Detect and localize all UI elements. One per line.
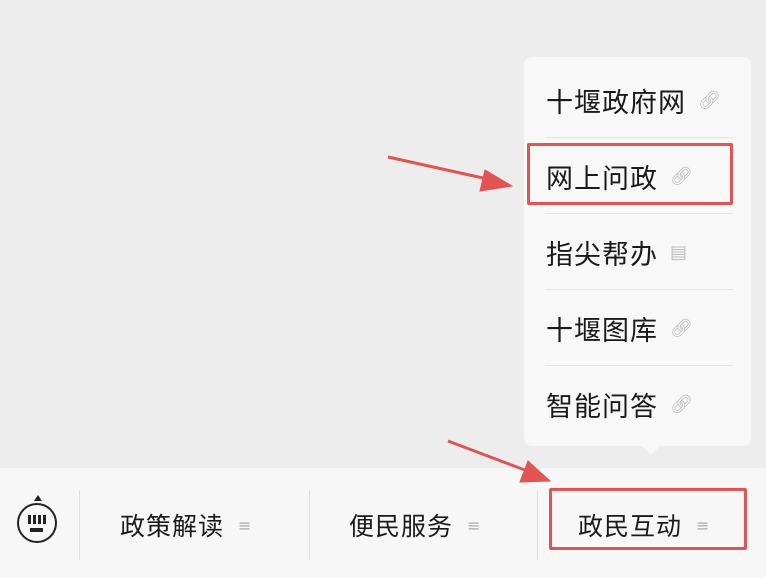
tab-label: 政策解读 — [120, 512, 225, 541]
tab-label: 便民服务 — [349, 512, 454, 541]
menu-item-smart-qa[interactable]: 智能问答 🔗︎ — [546, 366, 734, 442]
arrow-head — [519, 460, 552, 483]
divider — [545, 137, 733, 138]
menu-icon: ≡ — [467, 515, 482, 535]
menu-item-label: 十堰政府网 — [546, 87, 686, 119]
tab-policy-interpretation[interactable]: 政策解读 ≡ — [120, 500, 252, 550]
divider — [309, 490, 310, 560]
link-icon: 🔗︎ — [670, 165, 694, 187]
menu-item-label: 网上问政 — [546, 163, 658, 195]
tab-gov-citizen-interaction[interactable]: 政民互动 ≡ — [578, 500, 710, 550]
divider — [79, 490, 80, 560]
link-icon: 🔗︎ — [698, 89, 722, 111]
divider — [545, 213, 733, 214]
link-icon: 🔗︎ — [670, 393, 694, 415]
menu-item-fingertip-help[interactable]: 指尖帮办 ▤ — [546, 214, 734, 290]
menu-icon: ≡ — [696, 515, 711, 535]
popup-menu: 十堰政府网 🔗︎ 网上问政 🔗︎ 指尖帮办 ▤ 十堰图库 🔗︎ 智能问答 🔗︎ — [524, 57, 751, 455]
tab-convenience-services[interactable]: 便民服务 ≡ — [349, 500, 481, 550]
keyboard-icon[interactable] — [17, 495, 57, 543]
document-icon: ▤ — [670, 241, 689, 263]
menu-item-online-inquiry[interactable]: 网上问政 🔗︎ — [546, 138, 734, 214]
arrow-line — [447, 439, 531, 474]
arrow-head — [479, 169, 514, 192]
divider — [545, 289, 733, 290]
menu-item-shiyan-gov[interactable]: 十堰政府网 🔗︎ — [546, 62, 734, 138]
menu-icon: ≡ — [238, 515, 253, 535]
highlight-box — [527, 143, 733, 205]
arrow-line — [387, 155, 493, 182]
highlight-box — [549, 488, 747, 550]
menu-item-label: 智能问答 — [546, 391, 658, 423]
tab-label: 政民互动 — [578, 512, 683, 541]
link-icon: 🔗︎ — [670, 317, 694, 339]
divider — [545, 365, 733, 366]
menu-item-shiyan-gallery[interactable]: 十堰图库 🔗︎ — [546, 290, 734, 366]
menu-item-label: 十堰图库 — [546, 315, 658, 347]
bottom-menu-bar — [0, 468, 766, 578]
menu-item-label: 指尖帮办 — [546, 239, 658, 271]
divider — [537, 490, 538, 560]
